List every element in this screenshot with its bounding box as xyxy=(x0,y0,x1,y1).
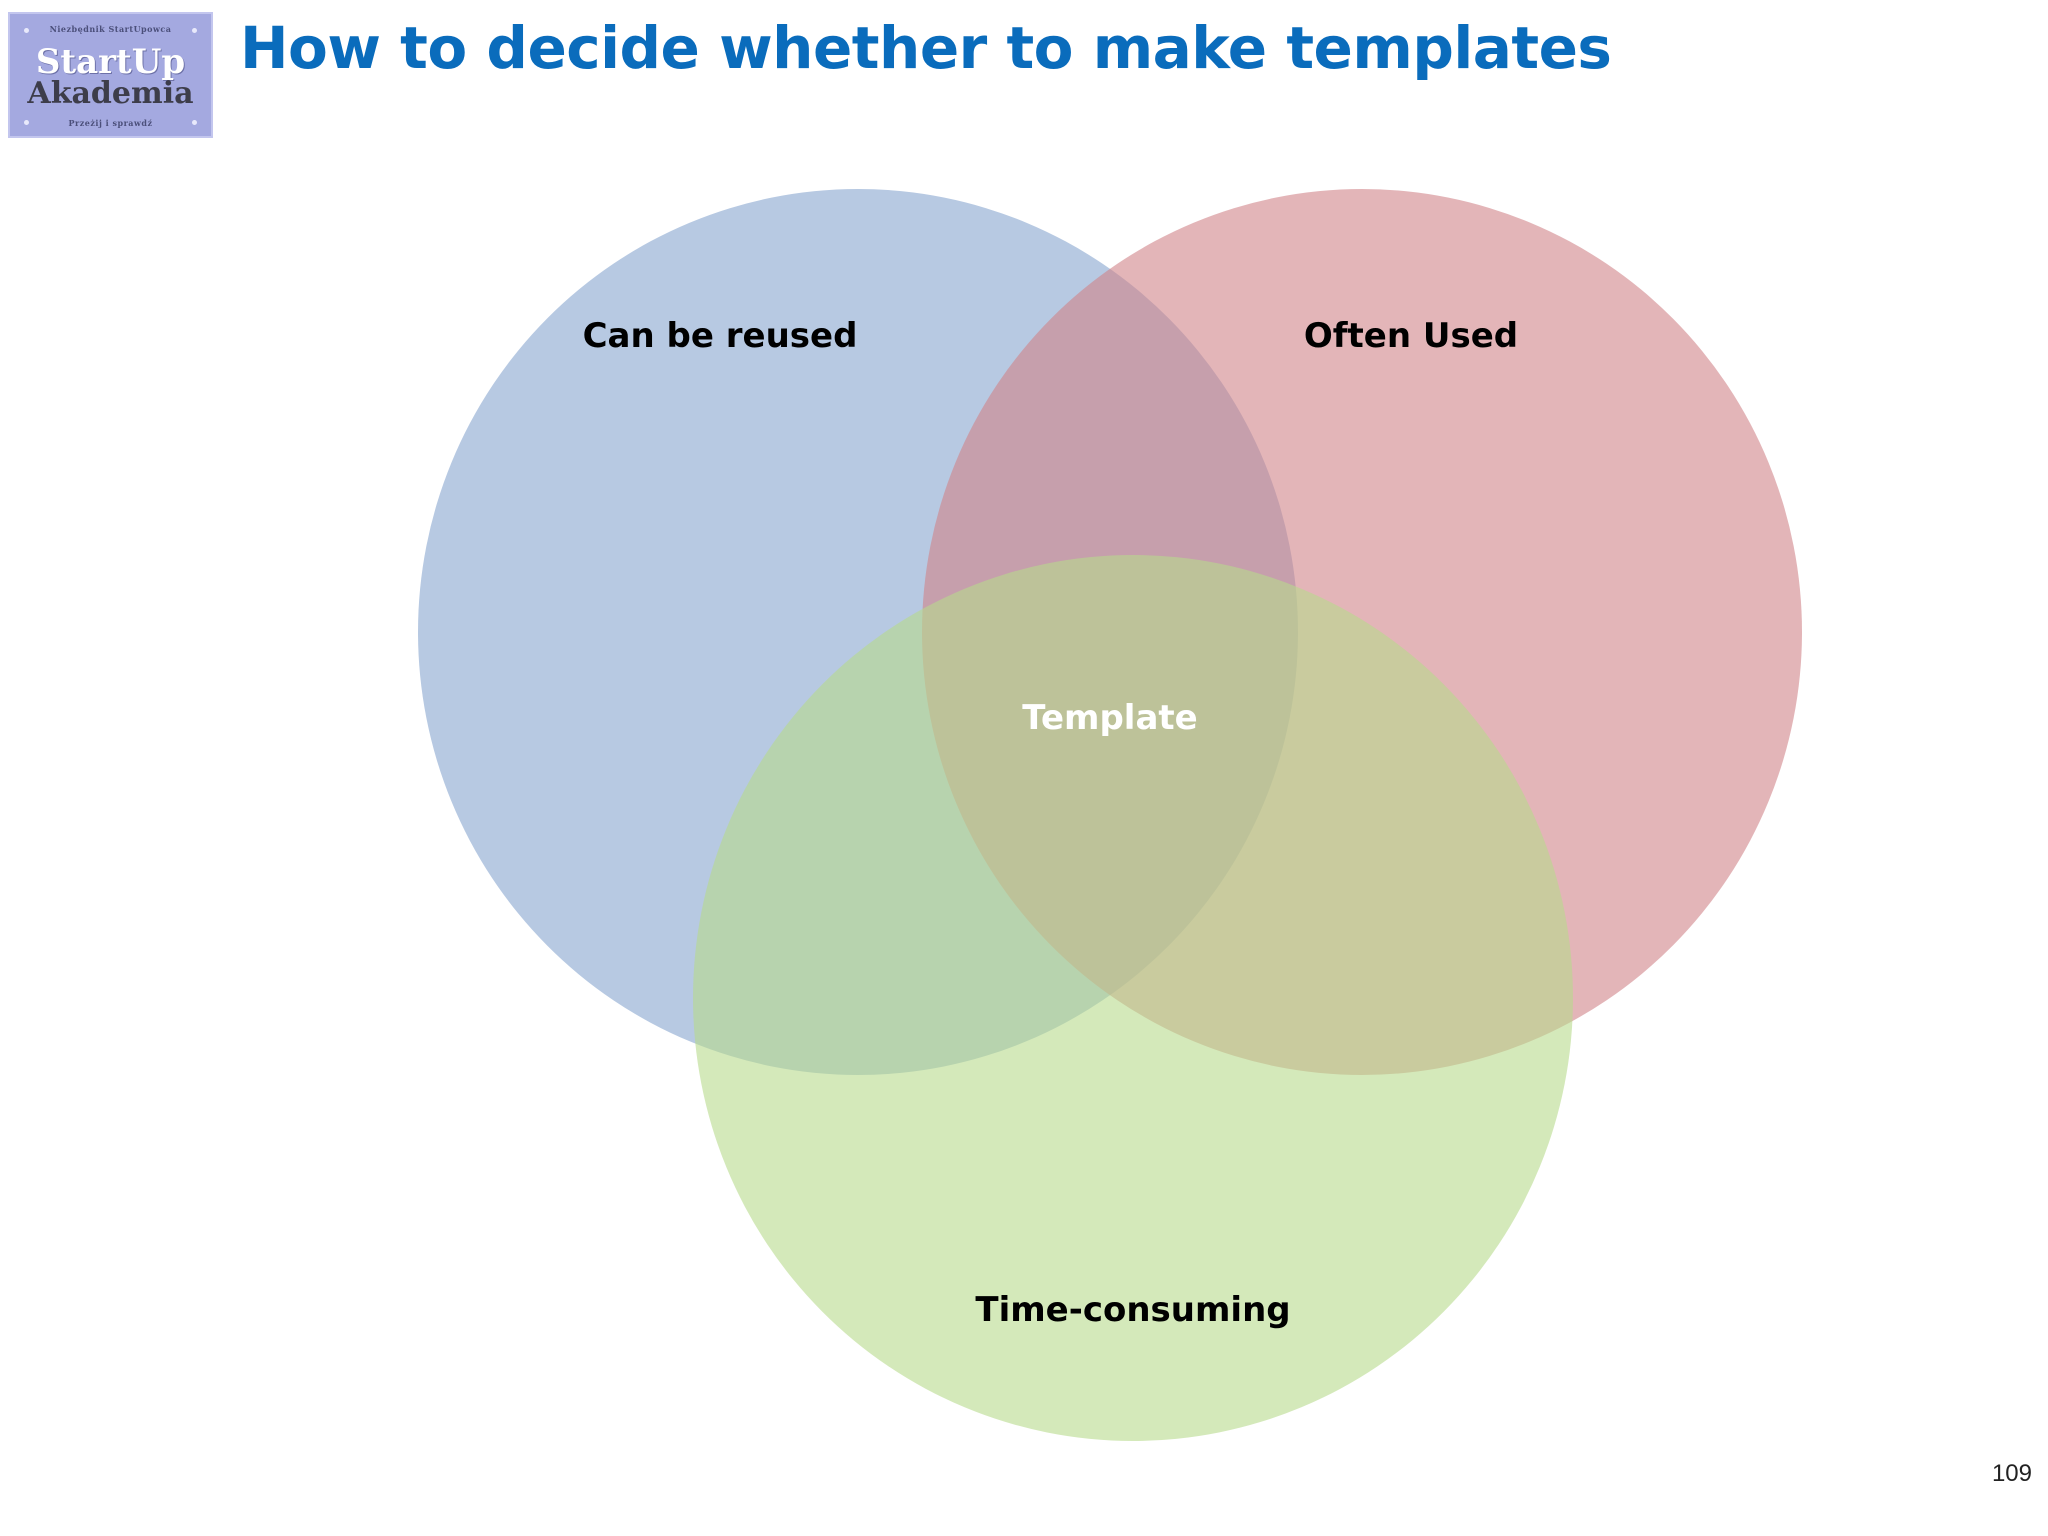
logo-tagline-bottom: Przeżij i sprawdź xyxy=(68,118,153,128)
venn-circle-time-consuming xyxy=(693,555,1573,1441)
slide-title: How to decide whether to make templates xyxy=(240,14,1612,82)
logo-dot xyxy=(24,28,29,33)
venn-label-time-consuming: Time-consuming xyxy=(975,1290,1290,1330)
logo-dot xyxy=(192,120,197,125)
venn-label-often-used: Often Used xyxy=(1304,316,1518,356)
logo-tagline-top: Niezbędnik StartUpowca xyxy=(49,24,172,34)
page-number: 109 xyxy=(1991,1460,2032,1487)
logo-dot xyxy=(24,120,29,125)
venn-label-can-be-reused: Can be reused xyxy=(583,316,858,356)
startup-akademia-logo: Niezbędnik StartUpowca StartUp Akademia … xyxy=(8,12,213,138)
logo-main-text: StartUp xyxy=(35,42,186,82)
venn-label-template: Template xyxy=(1022,698,1197,738)
logo-sub-text: Akademia xyxy=(27,76,194,111)
logo-dot xyxy=(192,28,197,33)
